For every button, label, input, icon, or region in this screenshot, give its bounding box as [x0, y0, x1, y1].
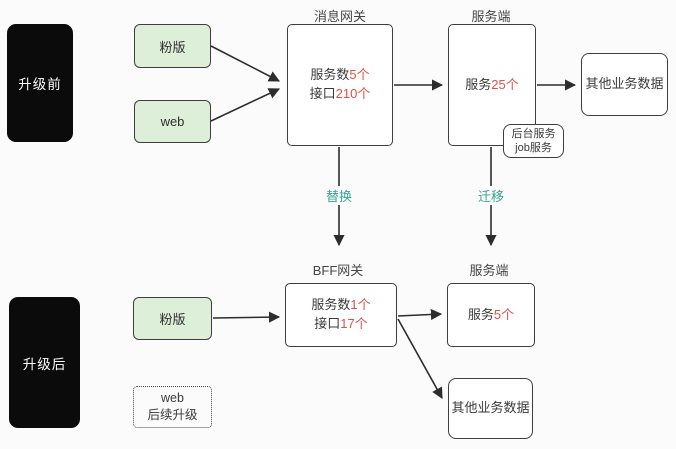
client-web-before-label: web: [160, 114, 185, 129]
gateway-before-line1-prefix: 服务数: [310, 67, 350, 83]
transition-migrate-label: 迁移: [466, 186, 516, 205]
web-pending-line1: web: [161, 391, 184, 406]
gateway-before-title: 消息网关: [313, 9, 366, 24]
gateway-after-line1-prefix: 服务数: [311, 297, 351, 313]
other-data-after-box: 其他业务数据: [448, 378, 533, 439]
client-pink-before-box: 粉版: [134, 24, 211, 68]
backend-job-box: 后台服务 job服务: [503, 124, 564, 158]
server-after-prefix: 服务: [467, 306, 494, 322]
gateway-after-line2-value: 17个: [340, 316, 368, 331]
backend-job-line1: 后台服务: [511, 127, 556, 140]
gateway-after-line1-value: 1个: [350, 297, 371, 313]
gateway-after-box: 服务数1个 接口17个: [285, 283, 397, 347]
server-before-title: 服务端: [471, 9, 511, 24]
client-pink-after-box: 粉版: [133, 297, 212, 340]
server-after-box: 服务5个: [447, 283, 535, 347]
client-web-before-box: web: [134, 100, 211, 143]
backend-job-line2: job服务: [515, 142, 552, 154]
other-data-before-label: 其他业务数据: [585, 76, 664, 92]
gateway-before-line1-value: 5个: [349, 67, 370, 83]
stage-after-box: 升级后: [9, 297, 80, 428]
arrow-pink-to-bff: [212, 311, 281, 323]
gateway-before-line2-prefix: 接口: [309, 86, 336, 101]
gateway-after-line1: 服务数1个: [311, 296, 370, 315]
server-after-line: 服务5个: [468, 306, 514, 325]
server-before-line: 服务25个: [465, 76, 518, 95]
gateway-before-box: 服务数5个 接口210个: [287, 24, 393, 146]
gateway-after-title: BFF网关: [312, 263, 364, 278]
gateway-before-line2-value: 210个: [335, 86, 371, 101]
arrow-web-to-gateway: [210, 88, 281, 122]
gateway-before-line2: 接口210个: [310, 85, 371, 104]
server-after-value: 5个: [493, 306, 515, 322]
gateway-after-line2: 接口17个: [314, 315, 367, 334]
stage-before-box: 升级前: [7, 24, 73, 142]
gateway-after-line2-prefix: 接口: [314, 316, 341, 331]
web-pending-box: web 后续升级: [133, 386, 212, 428]
other-data-before-box: 其他业务数据: [581, 53, 668, 116]
server-after-title: 服务端: [469, 263, 509, 278]
client-pink-before-label: 粉版: [159, 39, 186, 55]
arrow-pink-to-gateway: [210, 45, 280, 82]
arrow-bff-to-otherdata: [397, 318, 443, 399]
stage-before-label: 升级前: [18, 77, 62, 92]
server-before-prefix: 服务: [465, 76, 492, 92]
other-data-after-label: 其他业务数据: [451, 400, 530, 416]
client-pink-after-label: 粉版: [159, 312, 186, 327]
stage-after-label: 升级后: [22, 356, 67, 372]
arrow-bff-to-server: [397, 308, 443, 321]
transition-replace-label: 替换: [314, 186, 364, 205]
gateway-before-line1: 服务数5个: [310, 66, 369, 85]
server-before-value: 25个: [491, 76, 519, 92]
web-pending-line2: 后续升级: [147, 408, 198, 422]
